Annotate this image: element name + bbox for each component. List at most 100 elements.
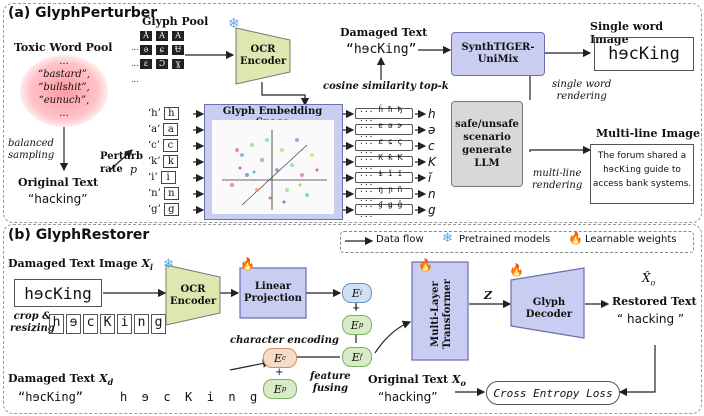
ef-sub: f xyxy=(359,353,363,361)
damaged-text-value-a: “hɘcKing” xyxy=(346,42,417,57)
spaced-damaged-chars: h ɘ c K i n g xyxy=(120,390,258,404)
flame-icon: 🔥 xyxy=(568,231,583,245)
candidate-row: ... ĥ ħ ђ ... xyxy=(355,105,413,123)
plus-sign: + xyxy=(352,303,361,314)
toxic-word: “bullshit”, xyxy=(38,82,90,93)
character-encoding-label: character encoding xyxy=(230,335,339,346)
panel-glyphperturber xyxy=(3,3,702,223)
legend-pretrained: Pretrained models xyxy=(459,234,551,245)
original-text-label: Original Text xyxy=(18,176,99,189)
char-box: a xyxy=(163,123,179,136)
selected-char: h xyxy=(428,107,436,121)
toxic-word: “eunuch”, xyxy=(38,95,90,106)
multiline-line: access bank systems. xyxy=(592,179,692,189)
crop-resizing-label: crop & resizing xyxy=(10,311,55,334)
input-char: ‘k’ xyxy=(148,156,161,167)
glyph-pool-label: Glyph Pool xyxy=(142,15,209,28)
candidate-row: ... ȼ ɕ ç ... xyxy=(355,137,413,155)
feature-fusing-label: feature fusing xyxy=(310,371,351,394)
panel-a-title: (a) GlyphPerturber xyxy=(8,5,158,21)
damaged-image-label-text: Damaged Text Image xyxy=(8,257,138,270)
original-text-label-text: Original Text xyxy=(368,373,449,386)
cropped-char: ɘ xyxy=(66,314,81,334)
snowflake-icon: ❄ xyxy=(228,16,240,32)
panel-glyphrestorer xyxy=(3,224,702,414)
ec-symbol: E xyxy=(274,351,283,365)
plus-sign: + xyxy=(275,367,284,378)
ocr-encoder-a: OCR Encoder xyxy=(240,44,287,67)
arrow-restored-to-loss xyxy=(618,345,656,397)
legend-learnable: Learnable weights xyxy=(585,234,677,245)
char-box: i xyxy=(160,171,176,184)
arrow-original-to-chars xyxy=(109,149,133,171)
selected-char: ə xyxy=(428,123,436,137)
multiline-damaged-word: hɘcKing xyxy=(603,165,641,175)
selected-char: c xyxy=(428,139,435,153)
single-word-text: hɘcKing xyxy=(608,44,680,64)
selected-char: ǐ xyxy=(428,171,432,185)
input-char: ‘n’ xyxy=(148,188,161,199)
cropped-char: h xyxy=(49,314,64,334)
ocr-encoder-b: OCR Encoder xyxy=(170,284,217,307)
original-text-sub: o xyxy=(460,378,466,389)
embedding-scatter-plot xyxy=(212,120,334,214)
damaged-image-var: X xyxy=(141,257,151,270)
candidate-row: ... ŋ ɲ ñ ... xyxy=(355,185,413,203)
restored-var: X̂o xyxy=(642,271,655,287)
selected-char: n xyxy=(428,187,436,201)
snowflake-icon: ❄ xyxy=(163,257,174,272)
ei-symbol: E xyxy=(351,286,360,300)
flame-icon: 🔥 xyxy=(509,263,524,277)
original-text-label-b: Original Text Xo xyxy=(368,373,466,388)
toxic-word: ... xyxy=(59,56,69,67)
restored-var-symbol: X̂ xyxy=(642,271,651,285)
single-word-label: Single word Image xyxy=(590,20,664,46)
multiline-line: guide to xyxy=(641,165,681,175)
selected-char: K xyxy=(428,155,436,169)
cropped-char: n xyxy=(134,314,149,334)
synthtiger-unimix: SynthTIGER- UniMix xyxy=(451,32,545,76)
ep-symbol: E xyxy=(350,318,359,332)
restored-sub: o xyxy=(650,278,656,288)
multiline-line: The forum shared a xyxy=(597,151,687,161)
perturb-rate-symbol: p xyxy=(130,163,138,176)
toxic-word-list: ... “bastard”, “bullshit”, “eunuch”, ... xyxy=(26,55,102,120)
input-char: ‘h’ xyxy=(148,108,161,119)
cosine-similarity-label: cosine similarity top-k xyxy=(323,81,449,92)
cross-entropy-loss: Cross Entropy Loss xyxy=(486,381,620,405)
damaged-text-var: X xyxy=(99,372,108,385)
char-box: h xyxy=(163,107,179,120)
ef-symbol: E xyxy=(351,350,360,364)
multiline-image: The forum shared a hɘcKing guide to acce… xyxy=(590,144,694,204)
input-char: ‘a’ xyxy=(148,124,161,135)
llm-box: safe/unsafe scenario generate LLM xyxy=(451,101,523,187)
multiline-label: Multi-line Image xyxy=(596,127,700,140)
arrow-ef-to-transformer xyxy=(374,320,412,354)
glyph-decoder: Glyph Decoder xyxy=(525,297,573,320)
ep2-sub: p xyxy=(281,385,287,393)
damaged-text-label-a: Damaged Text xyxy=(340,26,428,39)
input-char: ‘g’ xyxy=(148,204,161,215)
candidate-row: ... ɠ ǥ ǧ ... xyxy=(355,200,413,219)
damaged-text-label-text: Damaged Text xyxy=(8,372,96,385)
flame-icon: 🔥 xyxy=(240,257,255,271)
flame-icon: 🔥 xyxy=(418,258,433,272)
toxic-pool-cloud xyxy=(20,55,108,127)
damaged-text-sub: d xyxy=(107,377,114,388)
char-box: c xyxy=(162,139,178,152)
ep2-symbol: E xyxy=(273,382,282,396)
multiline-rendering-label: multi-line rendering xyxy=(532,168,583,191)
candidate-row: ... K ƙ Ꝁ ... xyxy=(355,153,413,171)
char-box: g xyxy=(163,203,179,216)
damaged-text-label-b: Damaged Text Xd xyxy=(8,372,113,387)
snowflake-icon: ❄ xyxy=(442,231,453,246)
cropped-char-list: h ɘ c K i n g xyxy=(49,314,166,334)
z-label: Z xyxy=(484,289,493,302)
